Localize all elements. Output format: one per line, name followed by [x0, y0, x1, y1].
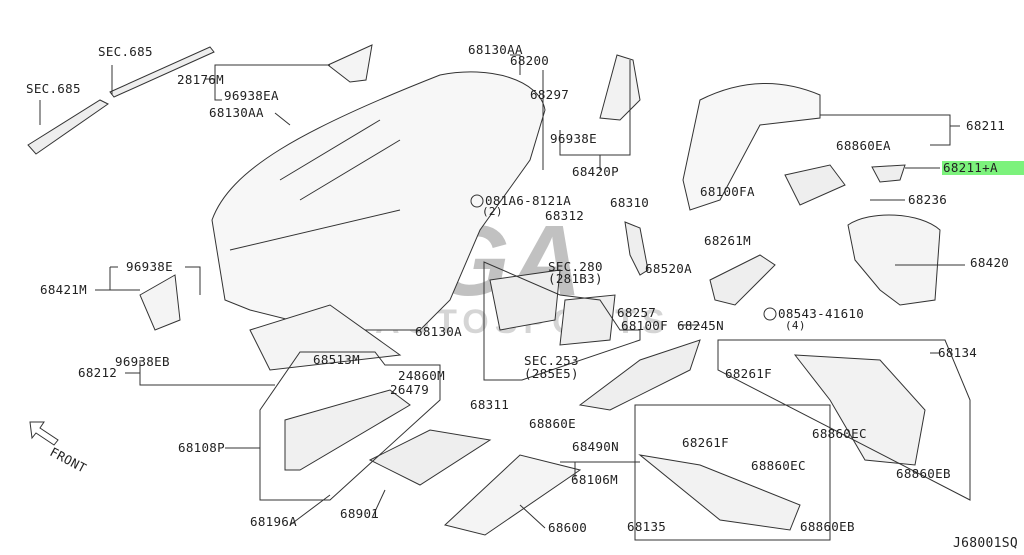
callout-sec685[interactable]: SEC.685 [98, 44, 153, 59]
callout-68513M[interactable]: 68513M [313, 352, 360, 367]
callout-sec253[interactable]: SEC.253 [524, 353, 579, 368]
lower-panel [249, 304, 402, 371]
callout-28176M[interactable]: 28176M [177, 72, 224, 87]
glove-box-assy [284, 389, 411, 471]
callout-68100FA[interactable]: 68100FA [700, 184, 755, 199]
callout-68100F[interactable]: 68100F [621, 318, 668, 333]
screw-symbol-icon [763, 307, 777, 321]
callout-68860EC[interactable]: 68860EC [812, 426, 867, 441]
cluster-lid [847, 214, 941, 306]
callout-081A6-8121A[interactable]: 081A6-8121A [485, 193, 572, 208]
callout-96938EB[interactable]: 96938EB [115, 354, 170, 369]
callout-quantity: (2) [482, 205, 503, 218]
glove-box-frame [368, 429, 492, 486]
panel-detail [229, 119, 401, 251]
switch-panel [559, 294, 616, 346]
callout-68134[interactable]: 68134 [938, 345, 978, 360]
callout-68211[interactable]: 68211 [966, 118, 1006, 133]
group-box-68134 [717, 339, 971, 501]
callout-68600[interactable]: 68600 [548, 520, 588, 535]
callout-68421M[interactable]: 68421M [40, 282, 87, 297]
callout-68520A[interactable]: 68520A [645, 261, 692, 276]
group-box-center [483, 261, 641, 381]
callout-68860EC[interactable]: 68860EC [751, 458, 806, 473]
speaker-cover [327, 44, 373, 83]
side-vent-left [27, 99, 109, 155]
instrument-panel [211, 71, 546, 331]
callout-08543-41610[interactable]: 08543-41610 [778, 306, 865, 321]
diagram-code: J68001SQ [952, 536, 1018, 551]
side-panel-left [638, 454, 801, 531]
callout-68860EB[interactable]: 68860EB [800, 519, 855, 534]
side-panel-right [793, 354, 926, 466]
callout-68108P[interactable]: 68108P [178, 440, 225, 455]
center-cluster [489, 269, 561, 331]
cover-clip [871, 164, 906, 183]
callout-68901[interactable]: 68901 [340, 506, 380, 521]
side-finisher [139, 274, 181, 331]
callout-68130AA[interactable]: 68130AA [209, 105, 264, 120]
center-bracket [709, 254, 776, 306]
callout-68420[interactable]: 68420 [970, 255, 1010, 270]
callout-68860EA[interactable]: 68860EA [836, 138, 891, 153]
trim-strip [624, 221, 649, 276]
cluster-bracket [599, 54, 641, 121]
leader-lines [39, 54, 965, 529]
callout-sec253-ref: (285E5) [524, 366, 579, 381]
callout-68312[interactable]: 68312 [545, 208, 585, 223]
callout-26479[interactable]: 26479 [390, 382, 430, 397]
callout-68860EB[interactable]: 68860EB [896, 466, 951, 481]
callout-68211-A[interactable]: 68211+A [942, 161, 1024, 175]
callout-68245N[interactable]: 68245N [677, 318, 724, 333]
callout-68261F[interactable]: 68261F [682, 435, 729, 450]
callout-68311[interactable]: 68311 [470, 397, 510, 412]
callout-68236[interactable]: 68236 [908, 192, 948, 207]
side-vent-top [109, 46, 215, 98]
callout-68212[interactable]: 68212 [78, 365, 118, 380]
callout-68261F[interactable]: 68261F [725, 366, 772, 381]
lower-cover [578, 339, 701, 411]
callout-68200[interactable]: 68200 [510, 53, 550, 68]
callout-sec685[interactable]: SEC.685 [26, 81, 81, 96]
callout-68130A[interactable]: 68130A [415, 324, 462, 339]
callout-68135[interactable]: 68135 [627, 519, 667, 534]
screw-symbol-icon [470, 194, 484, 208]
callout-68310[interactable]: 68310 [610, 195, 650, 210]
cover-bracket [784, 164, 846, 206]
callout-96938E[interactable]: 96938E [126, 259, 173, 274]
front-arrow-icon [29, 421, 59, 446]
callout-68420P[interactable]: 68420P [572, 164, 619, 179]
glove-box-lid [443, 454, 582, 536]
callout-24860M[interactable]: 24860M [398, 368, 445, 383]
callout-68297[interactable]: 68297 [530, 87, 570, 102]
group-box-glove [259, 351, 441, 501]
callout-68860E[interactable]: 68860E [529, 416, 576, 431]
callout-sec280-ref: (281B3) [548, 271, 603, 286]
group-box-68135 [634, 404, 831, 541]
callout-68490N[interactable]: 68490N [572, 439, 619, 454]
callout-68257[interactable]: 68257 [617, 305, 657, 320]
callout-96938E[interactable]: 96938E [550, 131, 597, 146]
callout-quantity: (4) [785, 319, 806, 332]
callout-68261M[interactable]: 68261M [704, 233, 751, 248]
callout-68130AA[interactable]: 68130AA [468, 42, 523, 57]
callout-96938EA[interactable]: 96938EA [224, 88, 279, 103]
callout-68106M[interactable]: 68106M [571, 472, 618, 487]
upper-cover [682, 83, 821, 211]
callout-68196A[interactable]: 68196A [250, 514, 297, 529]
callout-sec280[interactable]: SEC.280 [548, 259, 603, 274]
